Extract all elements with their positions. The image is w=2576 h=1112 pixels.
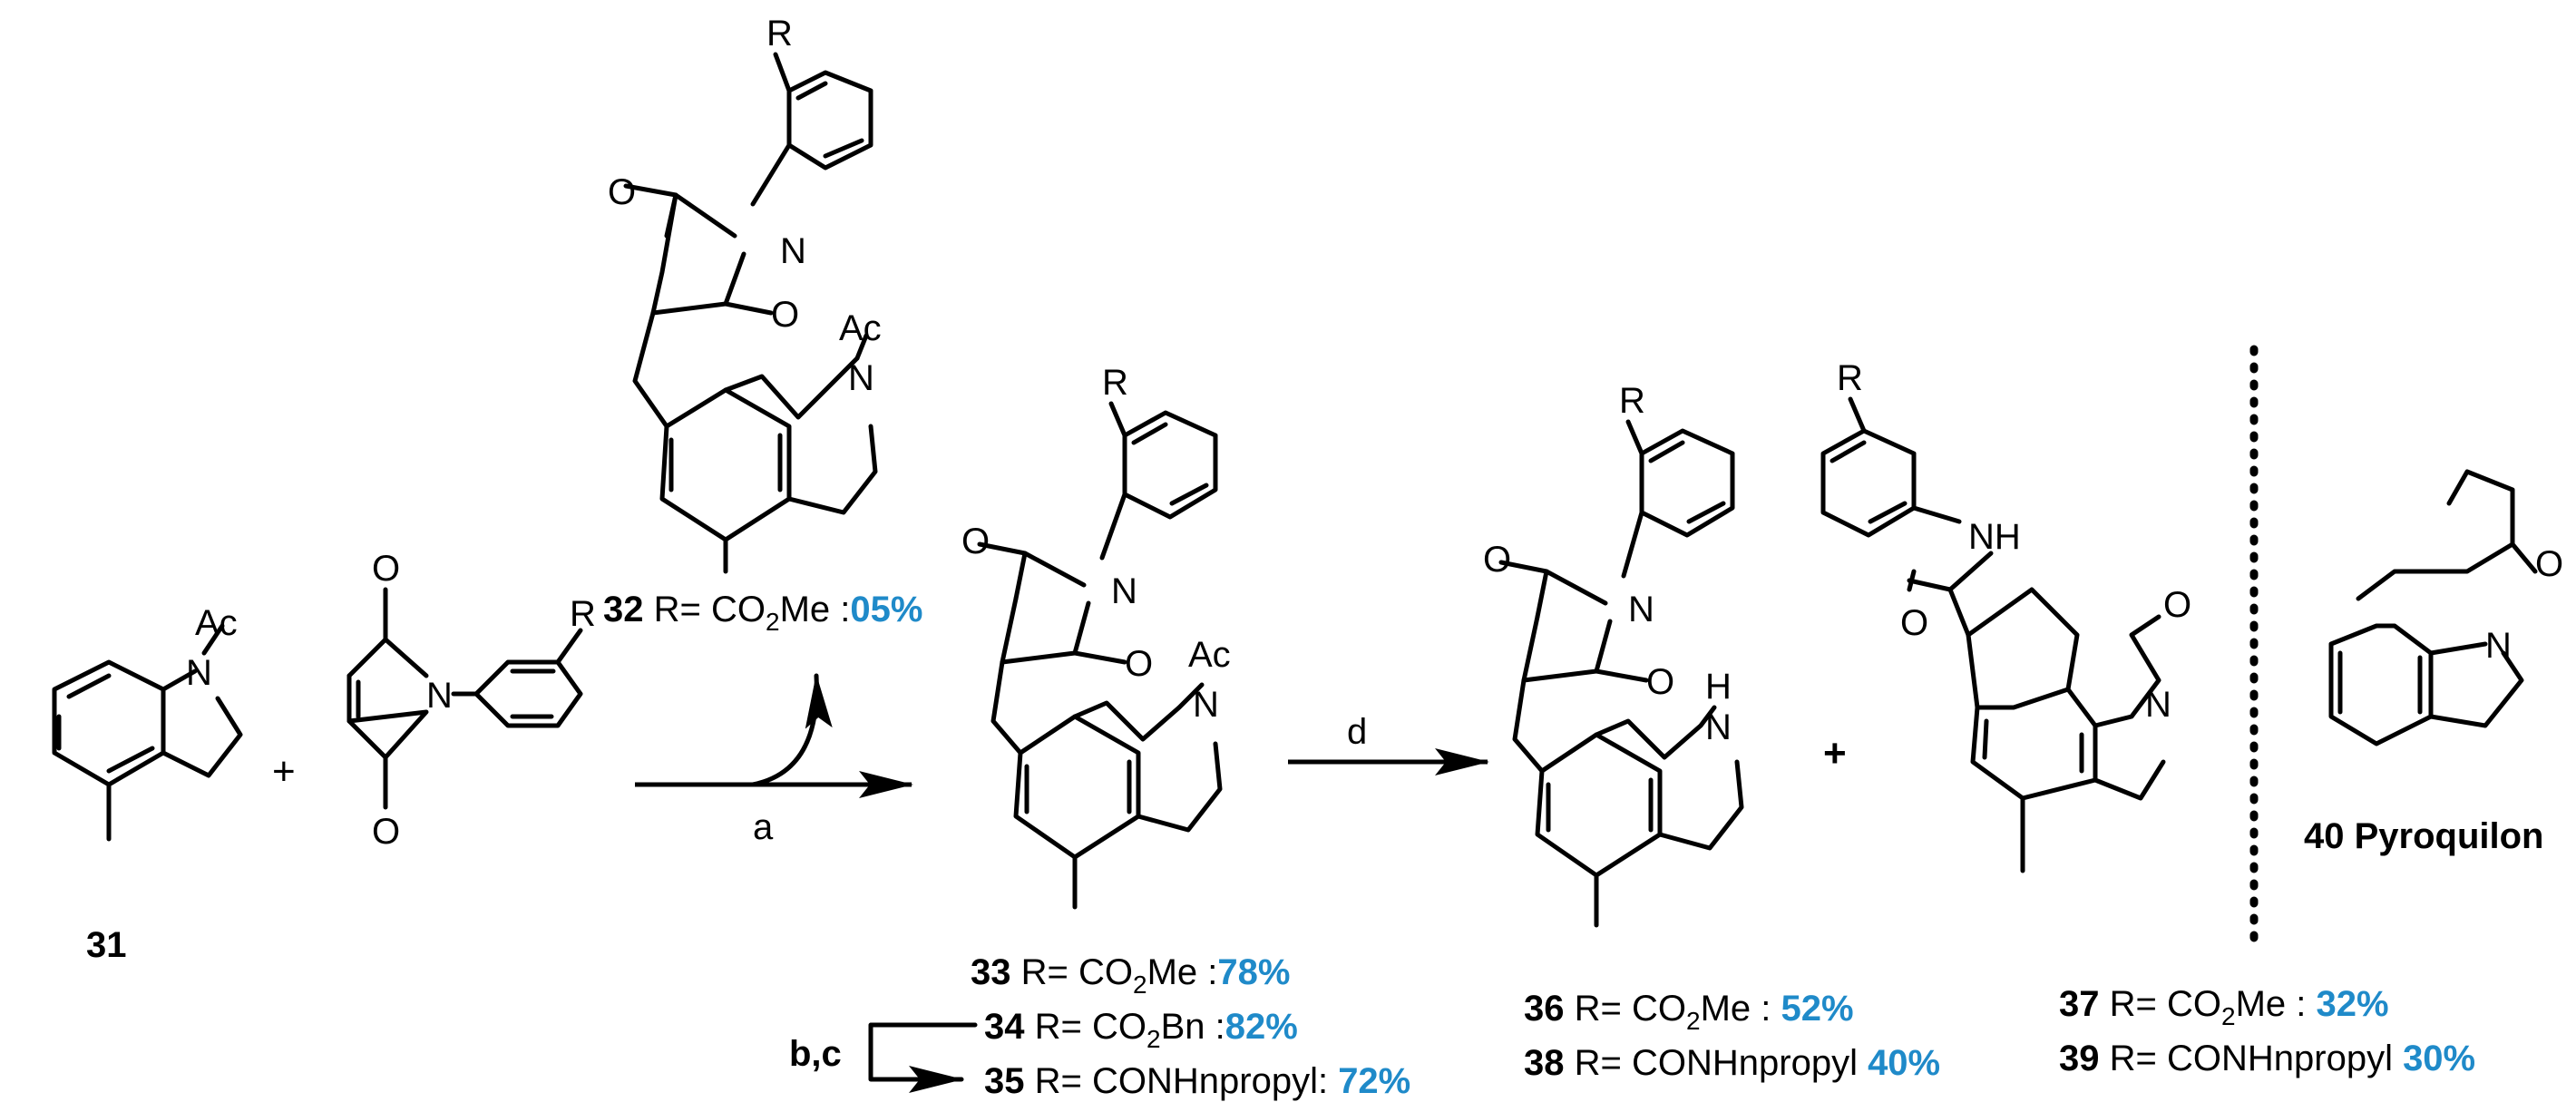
svg-text:38 R= CONHnpropyl 40%: 38 R= CONHnpropyl 40% [1524, 1043, 1940, 1083]
compound-32-caption: 32 R= CO2Me :05% [603, 590, 922, 636]
atom-nh: NH [1968, 517, 2021, 557]
atom-n: N [848, 358, 874, 398]
atom-n: N [1111, 571, 1137, 611]
atom-ac: Ac [195, 603, 238, 643]
atom-n: N [1705, 707, 1732, 747]
atom-r: R [1102, 363, 1128, 403]
compound-33-35-captions: 33 R= CO2Me :78% 34 R= CO2Bn :82% 35 R= … [971, 952, 1410, 1101]
atom-n: N [1193, 685, 1219, 725]
svg-text:32 R= CO2Me :05%: 32 R= CO2Me :05% [603, 590, 922, 636]
arrow-a: a [635, 673, 913, 847]
arrow-d: d [1288, 712, 1489, 775]
compound-38-yield: 40% [1868, 1043, 1940, 1083]
atom-r: R [1619, 381, 1645, 421]
atom-r: R [570, 594, 596, 634]
atom-o: O [961, 522, 990, 561]
arrow-bc: b,c [789, 1022, 978, 1093]
compound-36-38-captions: 36 R= CO2Me : 52% 38 R= CONHnpropyl 40% [1524, 989, 1940, 1083]
compound-33-structure: N O O R N Ac [961, 363, 1231, 910]
atom-n: N [2485, 626, 2512, 666]
svg-text:35 R= CONHnpropyl: 72%: 35 R= CONHnpropyl: 72% [984, 1061, 1410, 1101]
compound-40-structure: O N [2328, 469, 2563, 746]
plus-sign: + [272, 749, 296, 794]
compound-40-name: 40 Pyroquilon [2304, 816, 2544, 856]
atom-r: R [766, 14, 793, 54]
atom-o: O [608, 172, 636, 212]
compound-34-yield: 82% [1225, 1007, 1298, 1047]
compound-36-yield: 52% [1781, 989, 1853, 1029]
atom-r: R [1837, 358, 1863, 398]
compound-32-yield: 05% [850, 590, 922, 629]
compound-37-39-captions: 37 R= CO2Me : 32% 39 R= CONHnpropyl 30% [2059, 984, 2475, 1078]
atom-ac: Ac [839, 308, 882, 348]
atom-o: O [771, 295, 799, 335]
atom-n: N [2145, 685, 2171, 725]
atom-o: O [1125, 644, 1153, 684]
atom-o: O [372, 549, 400, 589]
compound-33-yield: 78% [1217, 952, 1290, 992]
atom-o: O [1900, 603, 1928, 643]
atom-h: H [1705, 667, 1732, 707]
compound-36-structure: N O O R N H [1483, 381, 1744, 928]
compound-31-structure: N Ac [52, 603, 243, 842]
compound-37-yield: 32% [2316, 984, 2388, 1024]
atom-n: N [186, 653, 212, 693]
atom-n: N [1628, 590, 1654, 629]
compound-35-yield: 72% [1338, 1061, 1410, 1101]
svg-text:34 R= CO2Bn :82%: 34 R= CO2Bn :82% [984, 1007, 1298, 1053]
svg-text:37 R= CO2Me : 32%: 37 R= CO2Me : 32% [2059, 984, 2389, 1030]
atom-o: O [2535, 544, 2563, 584]
reagent-d: d [1347, 712, 1367, 752]
atom-n: N [426, 676, 453, 716]
atom-o: O [1483, 540, 1511, 580]
compound-37-structure: R NH O O N [1820, 358, 2191, 873]
compound-32-structure: N O O R N Ac [608, 14, 882, 574]
atom-ac: Ac [1188, 635, 1231, 675]
plus-sign: + [1823, 731, 1847, 775]
compound-31-number: 31 [86, 925, 127, 965]
compound-39-yield: 30% [2403, 1039, 2475, 1078]
svg-text:39 R= CONHnpropyl 30%: 39 R= CONHnpropyl 30% [2059, 1039, 2475, 1078]
reagent-a: a [753, 807, 774, 847]
atom-o: O [2163, 585, 2191, 625]
atom-n: N [780, 231, 806, 271]
compound-32-number: 32 [603, 590, 644, 629]
reagent-bc: b,c [789, 1034, 842, 1074]
maleimide-structure: N O O R [346, 549, 596, 852]
atom-o: O [372, 812, 400, 852]
svg-text:33 R= CO2Me :78%: 33 R= CO2Me :78% [971, 952, 1290, 999]
svg-text:36 R= CO2Me : 52%: 36 R= CO2Me : 52% [1524, 989, 1854, 1035]
atom-o: O [1646, 662, 1674, 702]
